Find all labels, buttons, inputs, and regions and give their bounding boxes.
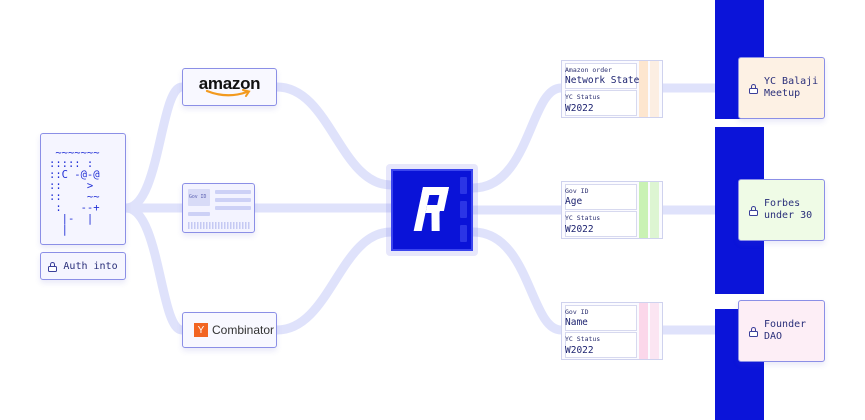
auth-into-label: Auth into xyxy=(63,260,118,272)
credential-field xyxy=(565,305,637,331)
destination-card[interactable]: YC Balaji Meetup xyxy=(738,57,825,119)
credential-color-stripe xyxy=(650,182,659,238)
field-label: Gov ID xyxy=(565,308,589,316)
credential-card: Amazon order Network State YC Status W20… xyxy=(561,60,663,118)
field-value: Name xyxy=(565,317,588,328)
amazon-logo: amazon xyxy=(198,74,261,93)
field-value: W2022 xyxy=(565,103,594,114)
field-value: W2022 xyxy=(565,345,594,356)
lock-icon xyxy=(749,326,758,337)
y-combinator-logo-icon: Y xyxy=(194,323,208,337)
field-value: W2022 xyxy=(565,224,594,235)
field-label: YC Status xyxy=(565,335,601,343)
y-combinator-source-card: Y Combinator xyxy=(182,312,277,348)
credential-field xyxy=(565,63,637,89)
field-label: Gov ID xyxy=(565,187,589,195)
amazon-source-card: amazon xyxy=(182,68,277,106)
credential-color-stripe xyxy=(650,61,659,117)
credential-color-stripe xyxy=(639,61,648,117)
hub-logo-icon xyxy=(413,187,449,231)
id-line xyxy=(188,212,210,216)
hub-pin xyxy=(460,177,467,194)
credential-field xyxy=(565,332,637,358)
credential-color-stripe xyxy=(639,303,648,359)
destination-card[interactable]: Forbes under 30 xyxy=(738,179,825,241)
gov-id-source-card: Gov ID xyxy=(182,183,255,233)
destination-card[interactable]: Founder DAO xyxy=(738,300,825,362)
lock-icon xyxy=(749,205,758,216)
y-combinator-label: Combinator xyxy=(212,323,275,337)
destination-label: Founder DAO xyxy=(764,319,807,342)
field-label: YC Status xyxy=(565,93,601,101)
amazon-smile-icon xyxy=(205,89,251,97)
field-label: YC Status xyxy=(565,214,601,222)
field-value: Age xyxy=(565,196,583,207)
hub-pin xyxy=(460,225,467,242)
field-value: Network State xyxy=(565,75,640,86)
auth-into-card[interactable]: Auth into xyxy=(40,252,126,280)
id-line xyxy=(215,190,251,194)
credential-card: Gov ID Age YC Status W2022 xyxy=(561,181,663,239)
id-line xyxy=(215,206,251,210)
lock-icon xyxy=(749,83,758,94)
credential-field xyxy=(565,90,637,116)
credential-field xyxy=(565,211,637,237)
ascii-avatar-art: ~~~~~~~ ::::: : ::C -@-@ :: > :: ~~ : --… xyxy=(49,147,100,236)
id-line xyxy=(215,198,251,202)
credential-card: Gov ID Name YC Status W2022 xyxy=(561,302,663,360)
barcode-icon xyxy=(188,222,251,229)
id-photo-icon xyxy=(188,189,210,206)
field-label: Amazon order xyxy=(565,66,612,74)
destination-label: YC Balaji Meetup xyxy=(764,76,819,99)
destination-label: Forbes under 30 xyxy=(764,198,813,221)
avatar-card: ~~~~~~~ ::::: : ::C -@-@ :: > :: ~~ : --… xyxy=(40,133,126,245)
hub-chip xyxy=(391,169,473,251)
credential-color-stripe xyxy=(650,303,659,359)
lock-icon xyxy=(48,261,58,272)
credential-color-stripe xyxy=(639,182,648,238)
hub-pin xyxy=(460,201,467,218)
gov-id-tag: Gov ID xyxy=(189,195,207,200)
credential-field xyxy=(565,184,637,210)
